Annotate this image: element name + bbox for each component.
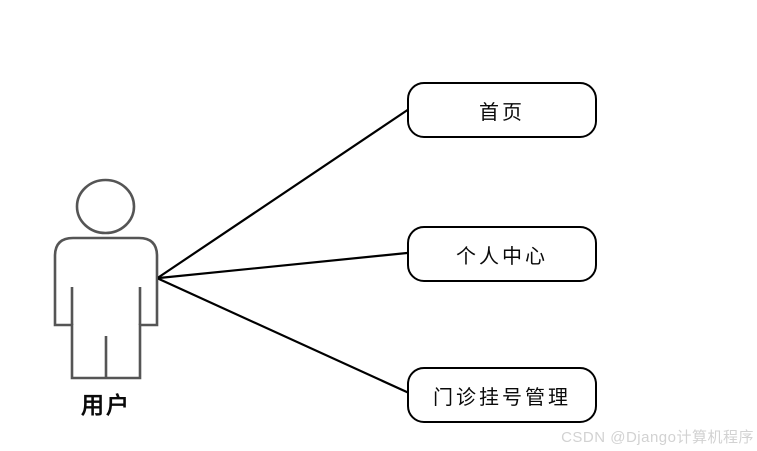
usecase-registration-management-label: 门诊挂号管理 [433,384,571,409]
connector-registration [157,277,411,395]
connector-personal-center [157,251,409,280]
actor-label: 用户 [81,393,131,419]
usecase-home: 首页 [407,82,597,138]
actor-figure [53,178,159,380]
usecase-personal-center: 个人中心 [407,226,597,282]
usecase-registration-management: 门诊挂号管理 [407,367,597,423]
usecase-personal-center-label: 个人中心 [456,243,548,268]
actor-arm-lines [70,287,142,325]
connector-lines [157,107,411,395]
usecase-home-label: 首页 [479,99,525,124]
actor-body [53,236,159,380]
connector-home [157,107,411,279]
actor-head [75,178,136,235]
watermark: CSDN @Django计算机程序 [561,429,754,446]
